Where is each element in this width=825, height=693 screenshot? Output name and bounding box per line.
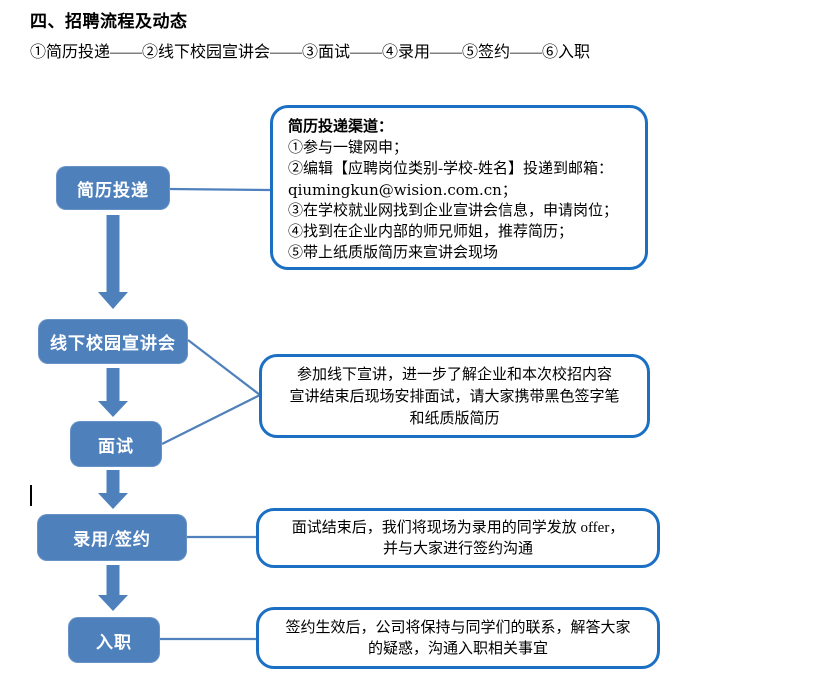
callout-line: ③在学校就业网找到企业宣讲会信息，申请岗位； (288, 203, 619, 219)
callout-line: 签约生效后，公司将保持与同学们的联系，解答大家 (285, 620, 631, 636)
callout-line-email: qiumingkun@wision.com.cn； (288, 181, 517, 199)
down-arrow-icon-4 (98, 565, 128, 611)
flow-step-campus-talk: 线下校园宣讲会 (38, 319, 188, 364)
connector-campus-to-callout (187, 339, 261, 396)
text-cursor (30, 485, 32, 506)
callout-line: 面试结束后，我们将现场为录用的同学发放 offer， (291, 520, 625, 536)
callout-resume-channels-title: 简历投递渠道： (288, 119, 394, 135)
down-arrow-icon-1 (98, 215, 128, 309)
callout-line: 参加线下宣讲，进一步了解企业和本次校招内容 (296, 367, 612, 383)
down-arrow-icon-3 (98, 470, 128, 509)
flow-step-onboarding: 入职 (68, 617, 160, 663)
connector-resume-to-callout (169, 187, 272, 192)
callout-line: 宣讲结束后现场安排面试，请大家携带黑色签字笔 (289, 389, 620, 405)
callout-line: 和纸质版简历 (409, 411, 500, 427)
callout-presentation-interview: 参加线下宣讲，进一步了解企业和本次校招内容 宣讲结束后现场安排面试，请大家携带黑… (259, 354, 650, 438)
page-title: 四、招聘流程及动态 (30, 12, 188, 31)
callout-offer-signing: 面试结束后，我们将现场为录用的同学发放 offer， 并与大家进行签约沟通 (256, 508, 660, 568)
callout-line: ④找到在企业内部的师兄师姐，推荐简历； (288, 224, 574, 240)
flow-overview-text: ①简历投递——②线下校园宣讲会——③面试——④录用——⑤签约——⑥入职 (30, 44, 591, 61)
connector-interview-to-callout (161, 393, 261, 446)
flow-step-offer-signing: 录用/签约 (37, 514, 187, 561)
callout-line: 并与大家进行签约沟通 (382, 541, 533, 557)
callout-line: ①参与一键网申； (288, 140, 409, 156)
flow-step-resume: 简历投递 (56, 166, 170, 210)
flow-step-interview: 面试 (70, 421, 162, 467)
callout-resume-channels: 简历投递渠道： ①参与一键网申； ②编辑【应聘岗位类别-学校-姓名】投递到邮箱：… (270, 105, 648, 270)
callout-onboarding: 签约生效后，公司将保持与同学们的联系，解答大家 的疑惑，沟通入职相关事宜 (256, 607, 660, 669)
callout-line: ⑤带上纸质版简历来宣讲会现场 (288, 245, 499, 261)
callout-line: 的疑惑，沟通入职相关事宜 (367, 641, 548, 657)
callout-line: ②编辑【应聘岗位类别-学校-姓名】投递到邮箱： (288, 161, 613, 177)
down-arrow-icon-2 (98, 368, 128, 417)
